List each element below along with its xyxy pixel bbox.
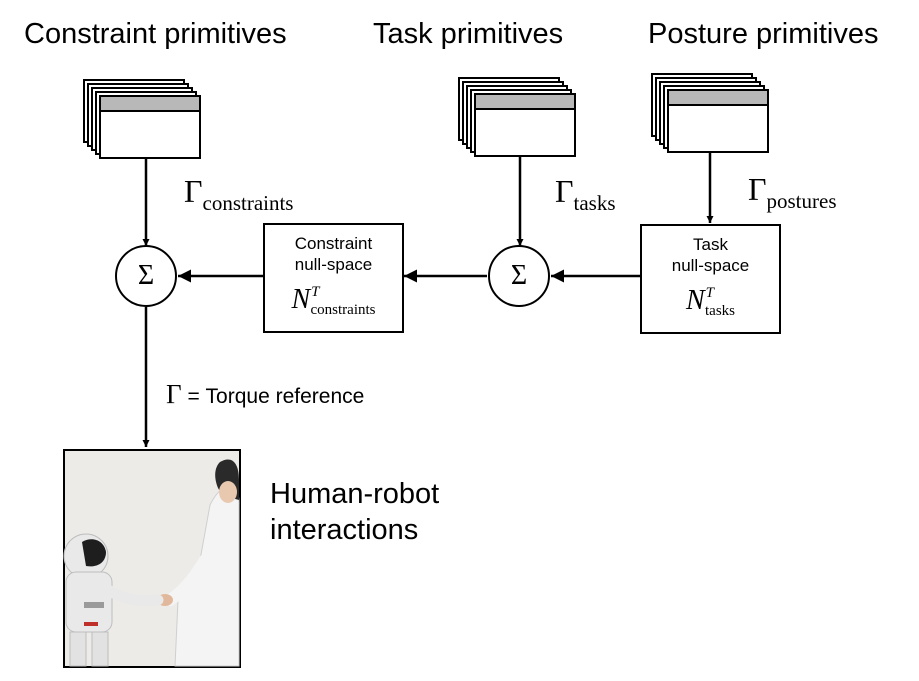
task-nullspace-line1: Task (693, 235, 728, 254)
constraint-primitives-heading: Constraint primitives (24, 18, 287, 50)
constraint-primitives-stack (83, 79, 201, 159)
nullspace-symbol: N (291, 284, 311, 315)
gamma-constraints-label: Γconstraints (184, 175, 293, 214)
task-sum-symbol: Σ (510, 260, 528, 291)
constraint-sum-node (115, 245, 177, 307)
task-sum-node (488, 245, 550, 307)
gamma-symbol: Γ (184, 173, 203, 209)
constraint-nullspace-line2: null-space (294, 255, 373, 274)
nullspace-symbol: N (685, 285, 705, 316)
gamma-postures-subscript: postures (766, 189, 837, 213)
interaction-line2: interactions (270, 514, 419, 546)
nullspace-subscript: constraints (310, 302, 376, 318)
torque-reference-label: Γ = Torque reference (166, 379, 364, 410)
gamma-tasks-label: Γtasks (555, 175, 616, 214)
constraint-nullspace-line1: Constraint (294, 234, 373, 253)
constraint-nullspace-matrix: NTconstraints (291, 277, 375, 325)
task-primitives-heading: Task primitives (373, 18, 564, 50)
task-nullspace-matrix: NTtasks (686, 278, 735, 326)
robot-figure (63, 533, 164, 667)
gamma-postures-label: Γpostures (748, 173, 837, 212)
task-primitives-stack (458, 77, 576, 157)
task-nullspace-box: Task null-space NTtasks (640, 224, 781, 334)
gamma-tasks-subscript: tasks (573, 191, 616, 215)
human-robot-interactions-label: Human-robot interactions (270, 476, 439, 548)
torque-gamma-symbol: Γ (166, 379, 182, 409)
gamma-constraints-subscript: constraints (202, 191, 294, 215)
constraint-nullspace-box: Constraint null-space NTconstraints (263, 223, 404, 333)
gamma-symbol: Γ (555, 173, 574, 209)
human-figure (157, 459, 240, 667)
torque-reference-text: = Torque reference (181, 385, 365, 408)
posture-primitives-heading: Posture primitives (648, 18, 879, 50)
constraint-sum-symbol: Σ (137, 260, 155, 291)
posture-primitives-stack (651, 73, 769, 153)
nullspace-subscript: tasks (705, 303, 736, 319)
gamma-symbol: Γ (748, 171, 767, 207)
nullspace-transpose: T (705, 285, 715, 301)
task-nullspace-line2: null-space (671, 256, 750, 275)
nullspace-transpose: T (311, 284, 320, 300)
human-robot-photo (63, 449, 241, 668)
interaction-line1: Human-robot (270, 478, 440, 510)
